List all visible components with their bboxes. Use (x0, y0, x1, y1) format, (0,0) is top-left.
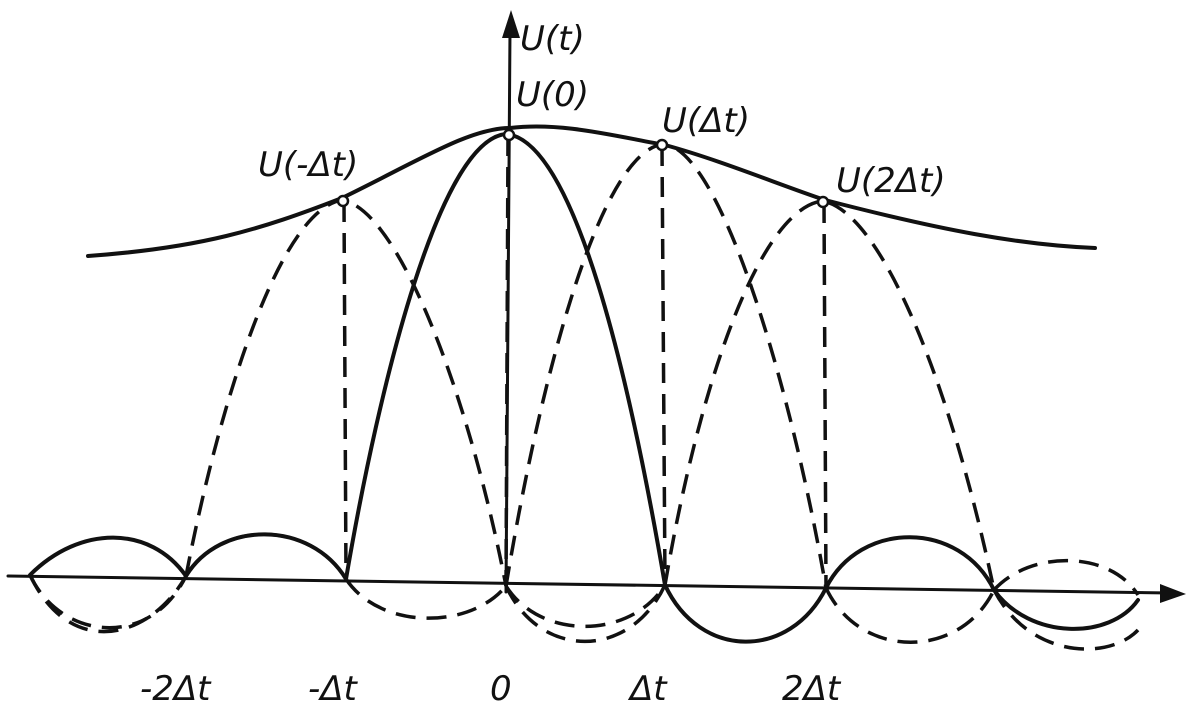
axes (6, 10, 1186, 603)
sample-line-minus-dt (342, 201, 348, 580)
x-axis (6, 574, 1172, 595)
sample-point-2dt (816, 195, 830, 209)
sample-line-dt (660, 145, 667, 586)
sample-label-minus-dt: U(-Δt) (258, 145, 358, 185)
sinc-pulse-center-sidelobes (28, 532, 1140, 644)
x-tick-label-2dt: 2Δt (782, 669, 842, 709)
y-axis-label: U(t) (520, 19, 585, 59)
sample-line-2dt (822, 202, 828, 589)
sample-line-zero (504, 135, 510, 587)
x-axis-arrow-icon (1160, 584, 1186, 603)
y-axis-arrow-icon (502, 10, 520, 38)
x-tick-label-zero: 0 (490, 669, 512, 709)
sample-points (336, 128, 830, 209)
sample-label-dt: U(Δt) (662, 101, 750, 141)
x-tick-label-dt: Δt (627, 669, 668, 709)
sample-lines (342, 135, 828, 589)
envelope-curve (86, 124, 1097, 258)
sample-point-dt (655, 138, 669, 152)
sample-point-zero (502, 128, 516, 142)
sinc-pulse-2dt (28, 199, 1140, 651)
sample-label-2dt: U(2Δt) (836, 161, 946, 201)
x-tick-label-minus-dt: -Δt (308, 669, 359, 709)
x-tick-label-minus-2dt: -2Δt (140, 669, 212, 709)
sample-point-minus-dt (336, 194, 350, 208)
sample-label-zero: U(0) (516, 75, 589, 115)
